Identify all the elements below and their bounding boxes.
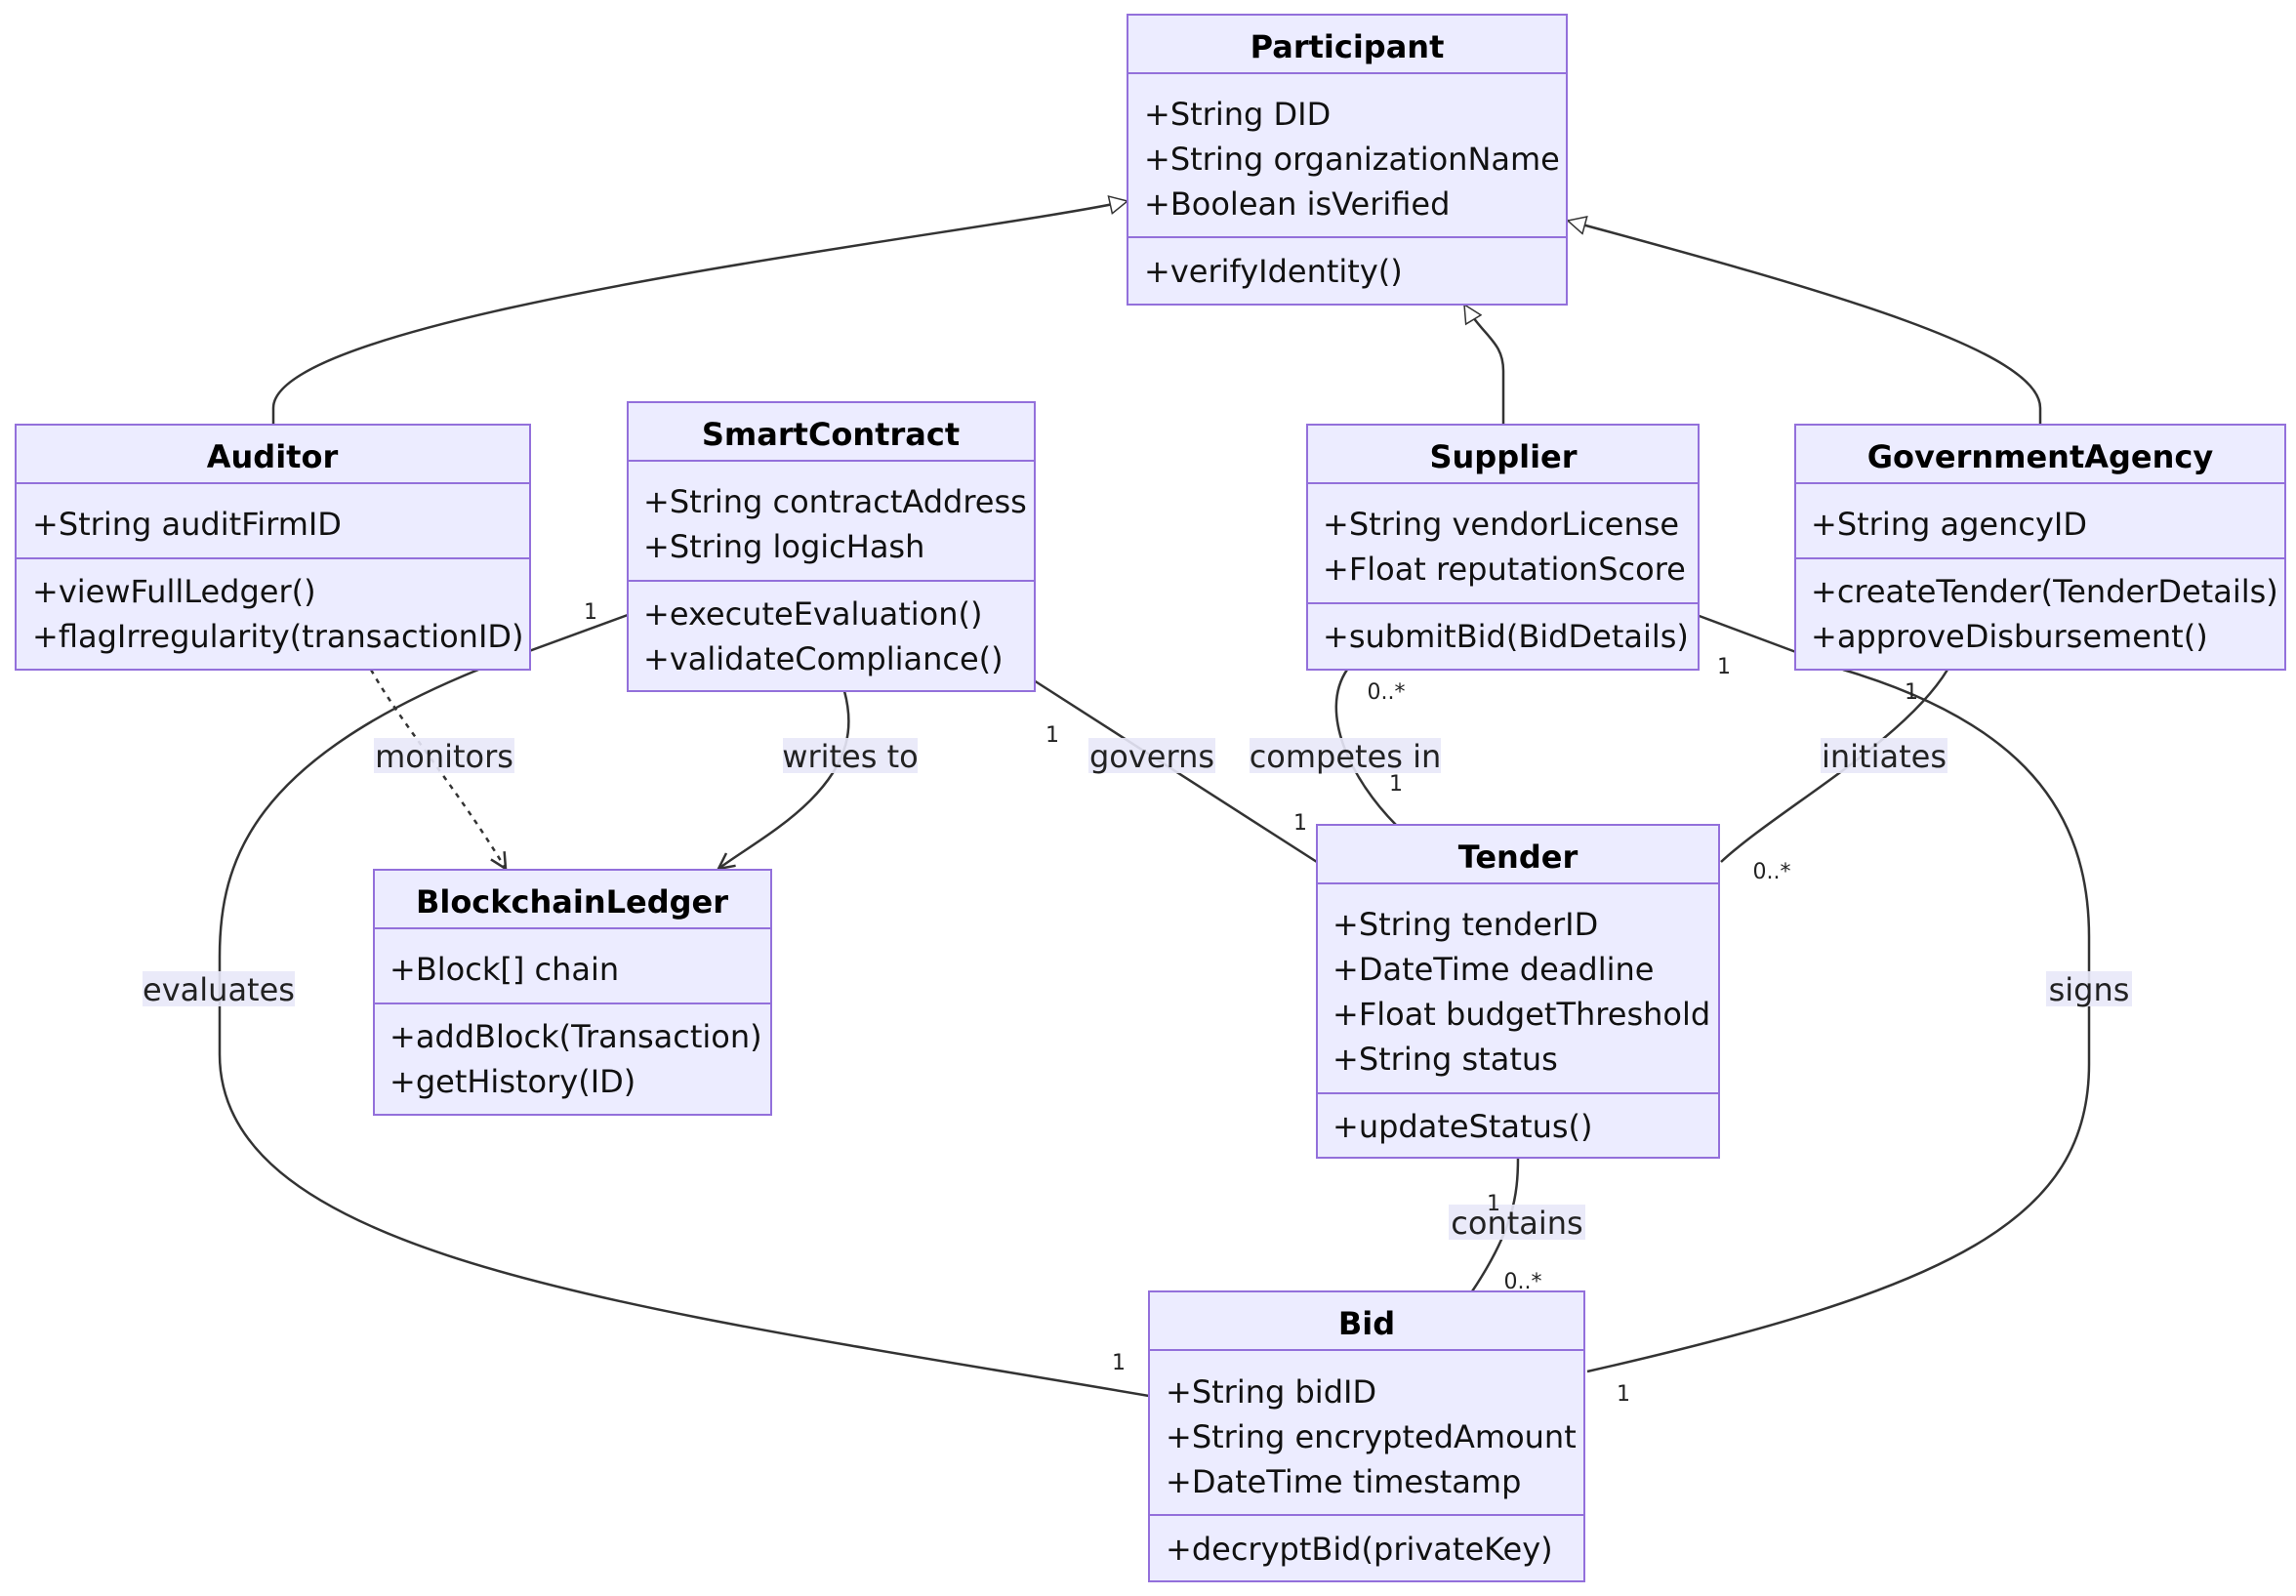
attribute: +Float budgetThreshold — [1332, 996, 1710, 1033]
multiplicity-tender-contains: 1 — [1487, 1192, 1500, 1216]
attribute: +DateTime deadline — [1332, 951, 1654, 988]
class-name: Auditor — [207, 438, 339, 475]
svg-text:governs: governs — [1089, 738, 1214, 775]
method: +submitBid(BidDetails) — [1323, 618, 1689, 655]
attribute: +Float reputationScore — [1323, 551, 1686, 588]
method: +flagIrregularity(transactionID) — [32, 618, 524, 655]
method: +getHistory(ID) — [390, 1063, 636, 1100]
multiplicity-sc-governs: 1 — [1046, 723, 1059, 748]
class-name: GovernmentAgency — [1867, 438, 2214, 475]
multiplicities: 1 1 1 1 0..* 1 1 0..* 1 1 1 0..* — [584, 600, 1918, 1407]
method: +createTender(TenderDetails) — [1811, 573, 2278, 610]
method: +validateCompliance() — [643, 640, 1004, 677]
attribute: +String auditFirmID — [32, 506, 342, 543]
contains-label: contains — [1449, 1205, 1585, 1242]
competes-in-label: competes in — [1250, 738, 1442, 775]
class-bid[interactable]: Bid +String bidID +String encryptedAmoun… — [1148, 1290, 1585, 1582]
multiplicity-bid-signs: 1 — [1617, 1382, 1630, 1407]
svg-text:signs: signs — [2049, 971, 2130, 1008]
svg-text:writes to: writes to — [782, 738, 918, 775]
writes-to-label: writes to — [782, 738, 919, 775]
class-supplier[interactable]: Supplier +String vendorLicense +Float re… — [1306, 424, 1700, 671]
method: +addBlock(Transaction) — [390, 1018, 762, 1055]
method: +verifyIdentity() — [1144, 253, 1403, 290]
attribute: +String tenderID — [1332, 906, 1598, 943]
class-tender[interactable]: Tender +String tenderID +DateTime deadli… — [1316, 824, 1720, 1159]
method: +viewFullLedger() — [32, 573, 316, 610]
multiplicity-tender-initiates: 0..* — [1753, 860, 1791, 884]
multiplicity-tender-governs: 1 — [1293, 811, 1307, 836]
method: +updateStatus() — [1332, 1108, 1593, 1145]
relation-labels: monitors writes to governs competes in i… — [143, 738, 2132, 1242]
class-name: Participant — [1250, 28, 1445, 65]
attribute: +String encryptedAmount — [1166, 1418, 1577, 1455]
monitors-label: monitors — [374, 738, 514, 775]
class-name: Supplier — [1429, 438, 1577, 475]
attribute: +String status — [1332, 1041, 1558, 1078]
class-name: Bid — [1338, 1305, 1395, 1342]
multiplicity-gov-initiates: 1 — [1905, 680, 1918, 705]
attribute: +String logicHash — [643, 528, 924, 565]
attribute: +String DID — [1144, 96, 1331, 133]
attribute: +String organizationName — [1144, 141, 1560, 178]
svg-text:monitors: monitors — [375, 738, 513, 775]
class-participant[interactable]: Participant +String DID +String organiza… — [1127, 14, 1568, 306]
multiplicity-supplier-signs: 1 — [1717, 655, 1731, 679]
multiplicity-sc-evaluates: 1 — [584, 600, 597, 625]
governs-label: governs — [1088, 738, 1215, 775]
attribute: +String vendorLicense — [1323, 506, 1679, 543]
signs-edge — [1586, 613, 2091, 1373]
svg-text:contains: contains — [1451, 1205, 1582, 1242]
supplier-inherits-participant-edge — [1462, 305, 1505, 425]
class-smartcontract[interactable]: SmartContract +String contractAddress +S… — [627, 401, 1036, 692]
class-blockchainledger[interactable]: BlockchainLedger +Block[] chain +addBloc… — [373, 869, 772, 1116]
signs-label: signs — [2046, 971, 2132, 1008]
svg-text:initiates: initiates — [1822, 738, 1947, 775]
initiates-label: initiates — [1821, 738, 1948, 775]
attribute: +Block[] chain — [390, 951, 619, 988]
multiplicity-bid-evaluates: 1 — [1112, 1351, 1126, 1375]
method: +executeEvaluation() — [643, 595, 983, 633]
attribute: +String bidID — [1166, 1373, 1376, 1411]
writes-to-edge — [718, 690, 850, 869]
attribute: +Boolean isVerified — [1144, 185, 1450, 223]
class-auditor[interactable]: Auditor +String auditFirmID +viewFullLed… — [15, 424, 531, 671]
government-inherits-participant-edge — [1568, 221, 2042, 425]
attribute: +String agencyID — [1811, 506, 2087, 543]
class-name: Tender — [1458, 839, 1578, 876]
evaluates-label: evaluates — [143, 971, 295, 1008]
method: +decryptBid(privateKey) — [1166, 1531, 1553, 1568]
initiates-edge — [1720, 669, 1949, 863]
attribute: +String contractAddress — [643, 483, 1027, 520]
auditor-inherits-participant-edge — [271, 201, 1128, 425]
multiplicity-bid-contains: 0..* — [1504, 1270, 1542, 1294]
class-name: SmartContract — [702, 416, 960, 453]
svg-text:competes in: competes in — [1250, 738, 1442, 775]
multiplicity-supplier-competes: 0..* — [1368, 680, 1406, 705]
attribute: +DateTime timestamp — [1166, 1463, 1521, 1500]
method: +approveDisbursement() — [1811, 618, 2208, 655]
class-name: BlockchainLedger — [416, 883, 728, 921]
evaluates-edge — [218, 613, 1150, 1398]
class-governmentagency[interactable]: GovernmentAgency +String agencyID +creat… — [1794, 424, 2286, 671]
svg-text:evaluates: evaluates — [143, 971, 295, 1008]
edges — [218, 201, 2091, 1398]
multiplicity-tender-competes: 1 — [1389, 772, 1403, 797]
